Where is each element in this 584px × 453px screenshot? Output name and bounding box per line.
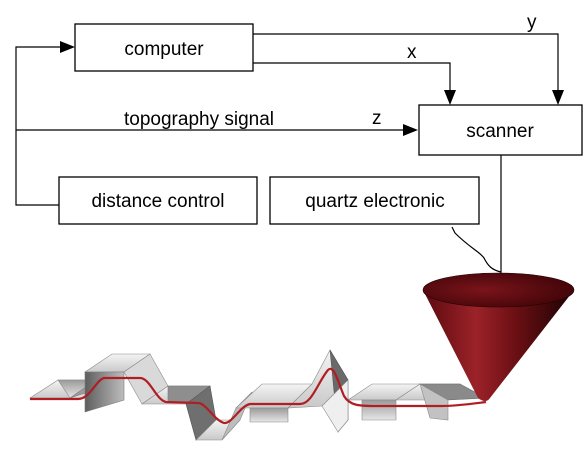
scanner-label: scanner	[466, 121, 534, 142]
y-label: y	[527, 12, 537, 33]
quartz-electronic-box: quartz electronic	[269, 176, 480, 225]
y-wire	[253, 33, 559, 92]
feedback-wire	[15, 46, 62, 206]
computer-label: computer	[124, 39, 204, 60]
scanner-box: scanner	[418, 104, 583, 156]
arrow-x-into-scanner	[444, 90, 456, 105]
z-label: z	[372, 108, 382, 129]
x-label: x	[407, 42, 417, 63]
distance-control-box: distance control	[58, 176, 258, 225]
topography-signal-label: topography signal	[124, 109, 274, 130]
sample-surface	[28, 349, 488, 441]
distance-control-label: distance control	[91, 191, 224, 212]
arrow-y-into-scanner	[552, 90, 564, 105]
arrow-z-into-scanner	[403, 124, 418, 136]
quartz-wire	[451, 226, 502, 273]
quartz-electronic-label: quartz electronic	[305, 191, 444, 212]
signal-wires	[15, 33, 564, 283]
probe-tip	[422, 272, 575, 401]
x-wire	[253, 62, 451, 92]
arrow-into-computer	[60, 41, 75, 53]
computer-box: computer	[74, 23, 254, 72]
scan-trace	[30, 367, 487, 425]
